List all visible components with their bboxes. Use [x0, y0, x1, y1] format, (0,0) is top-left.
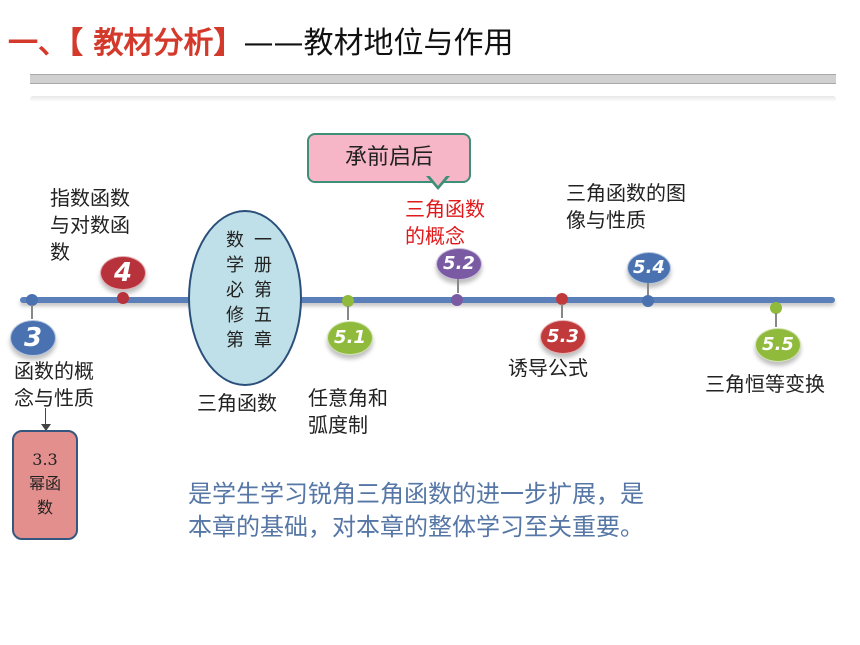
node-5-1-badge: 5.1 — [327, 321, 373, 355]
node-5-5-dot — [770, 302, 782, 314]
node-5-1-label: 任意角和 弧度制 — [308, 386, 388, 437]
node-5-2-dot — [451, 294, 463, 306]
node-4-badge: 4 — [100, 256, 146, 290]
chapter-ellipse — [188, 210, 302, 386]
node-5-3-label: 诱导公式 — [508, 356, 588, 380]
timeline-bar — [20, 297, 835, 303]
node-5-3-stem — [561, 304, 563, 318]
node-5-4-dot — [642, 295, 654, 307]
summary-text: 是学生学习锐角三角函数的进一步扩展，是 本章的基础，对本章的整体学习至关重要。 — [188, 480, 644, 541]
callout-box: 承前启后 — [307, 133, 471, 183]
node-5-5-badge: 5.5 — [755, 328, 801, 362]
node-5-3-dot — [556, 293, 568, 305]
title-prefix: 一、【 教材分析】 — [8, 26, 244, 61]
node-3-stem — [31, 305, 33, 319]
subsection-3-3-box: 3.3 幂函 数 — [12, 430, 78, 540]
node-3-label: 函数的概 念与性质 — [14, 359, 94, 410]
divider-shadow — [30, 96, 836, 102]
title-divider — [30, 74, 836, 84]
chapter-caption: 三角函数 — [197, 391, 277, 415]
node-3-dot — [26, 294, 38, 306]
node-4-dot — [117, 292, 129, 304]
node-5-4-stem — [647, 283, 649, 295]
node-5-5-label: 三角恒等变换 — [705, 372, 825, 396]
node-5-2-label: 三角函数 的概念 — [405, 197, 485, 248]
node-5-4-badge: 5.4 — [627, 252, 671, 284]
node-5-3-badge: 5.3 — [540, 320, 586, 354]
node-5-1-dot — [342, 295, 354, 307]
title-suffix: ——教材地位与作用 — [243, 26, 514, 61]
node-5-2-stem — [457, 279, 459, 293]
node-3-arrow-stem — [45, 408, 46, 426]
node-4-label: 指数函数 与对数函 数 — [50, 186, 130, 264]
node-3-badge: 3 — [10, 320, 56, 356]
node-5-2-badge: 5.2 — [436, 248, 482, 280]
page-title: 一、【 教材分析】——教材地位与作用 — [8, 18, 513, 62]
node-5-5-stem — [775, 313, 777, 327]
node-3-arrow-head — [41, 424, 51, 431]
chapter-col-right: 一 册 第 五 章 — [254, 230, 272, 351]
callout-pointer-fill — [429, 175, 447, 186]
node-5-4-label: 三角函数的图 像与性质 — [566, 181, 686, 232]
chapter-col-left: 数 学 必 修 第 — [226, 230, 244, 351]
node-5-1-stem — [347, 306, 349, 320]
